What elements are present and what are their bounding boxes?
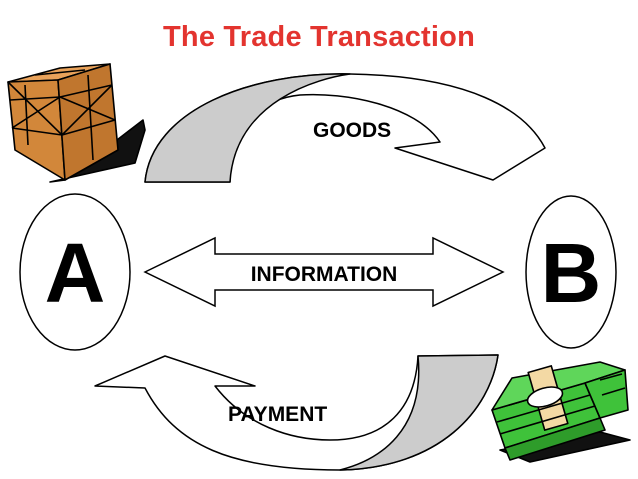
goods-arrow (144, 73, 546, 183)
information-label: INFORMATION (251, 263, 398, 286)
party-b-label: B (541, 226, 602, 320)
information-arrow (143, 236, 505, 308)
wooden-crate-icon (7, 63, 146, 183)
goods-label: GOODS (313, 119, 391, 142)
party-b-node (525, 195, 617, 349)
slide-title: The Trade Transaction (162, 21, 475, 53)
payment-arrow (94, 354, 499, 471)
party-a-node (19, 193, 131, 351)
payment-label: PAYMENT (228, 403, 327, 426)
money-stack-icon (491, 361, 631, 463)
party-a-label: A (45, 226, 106, 320)
